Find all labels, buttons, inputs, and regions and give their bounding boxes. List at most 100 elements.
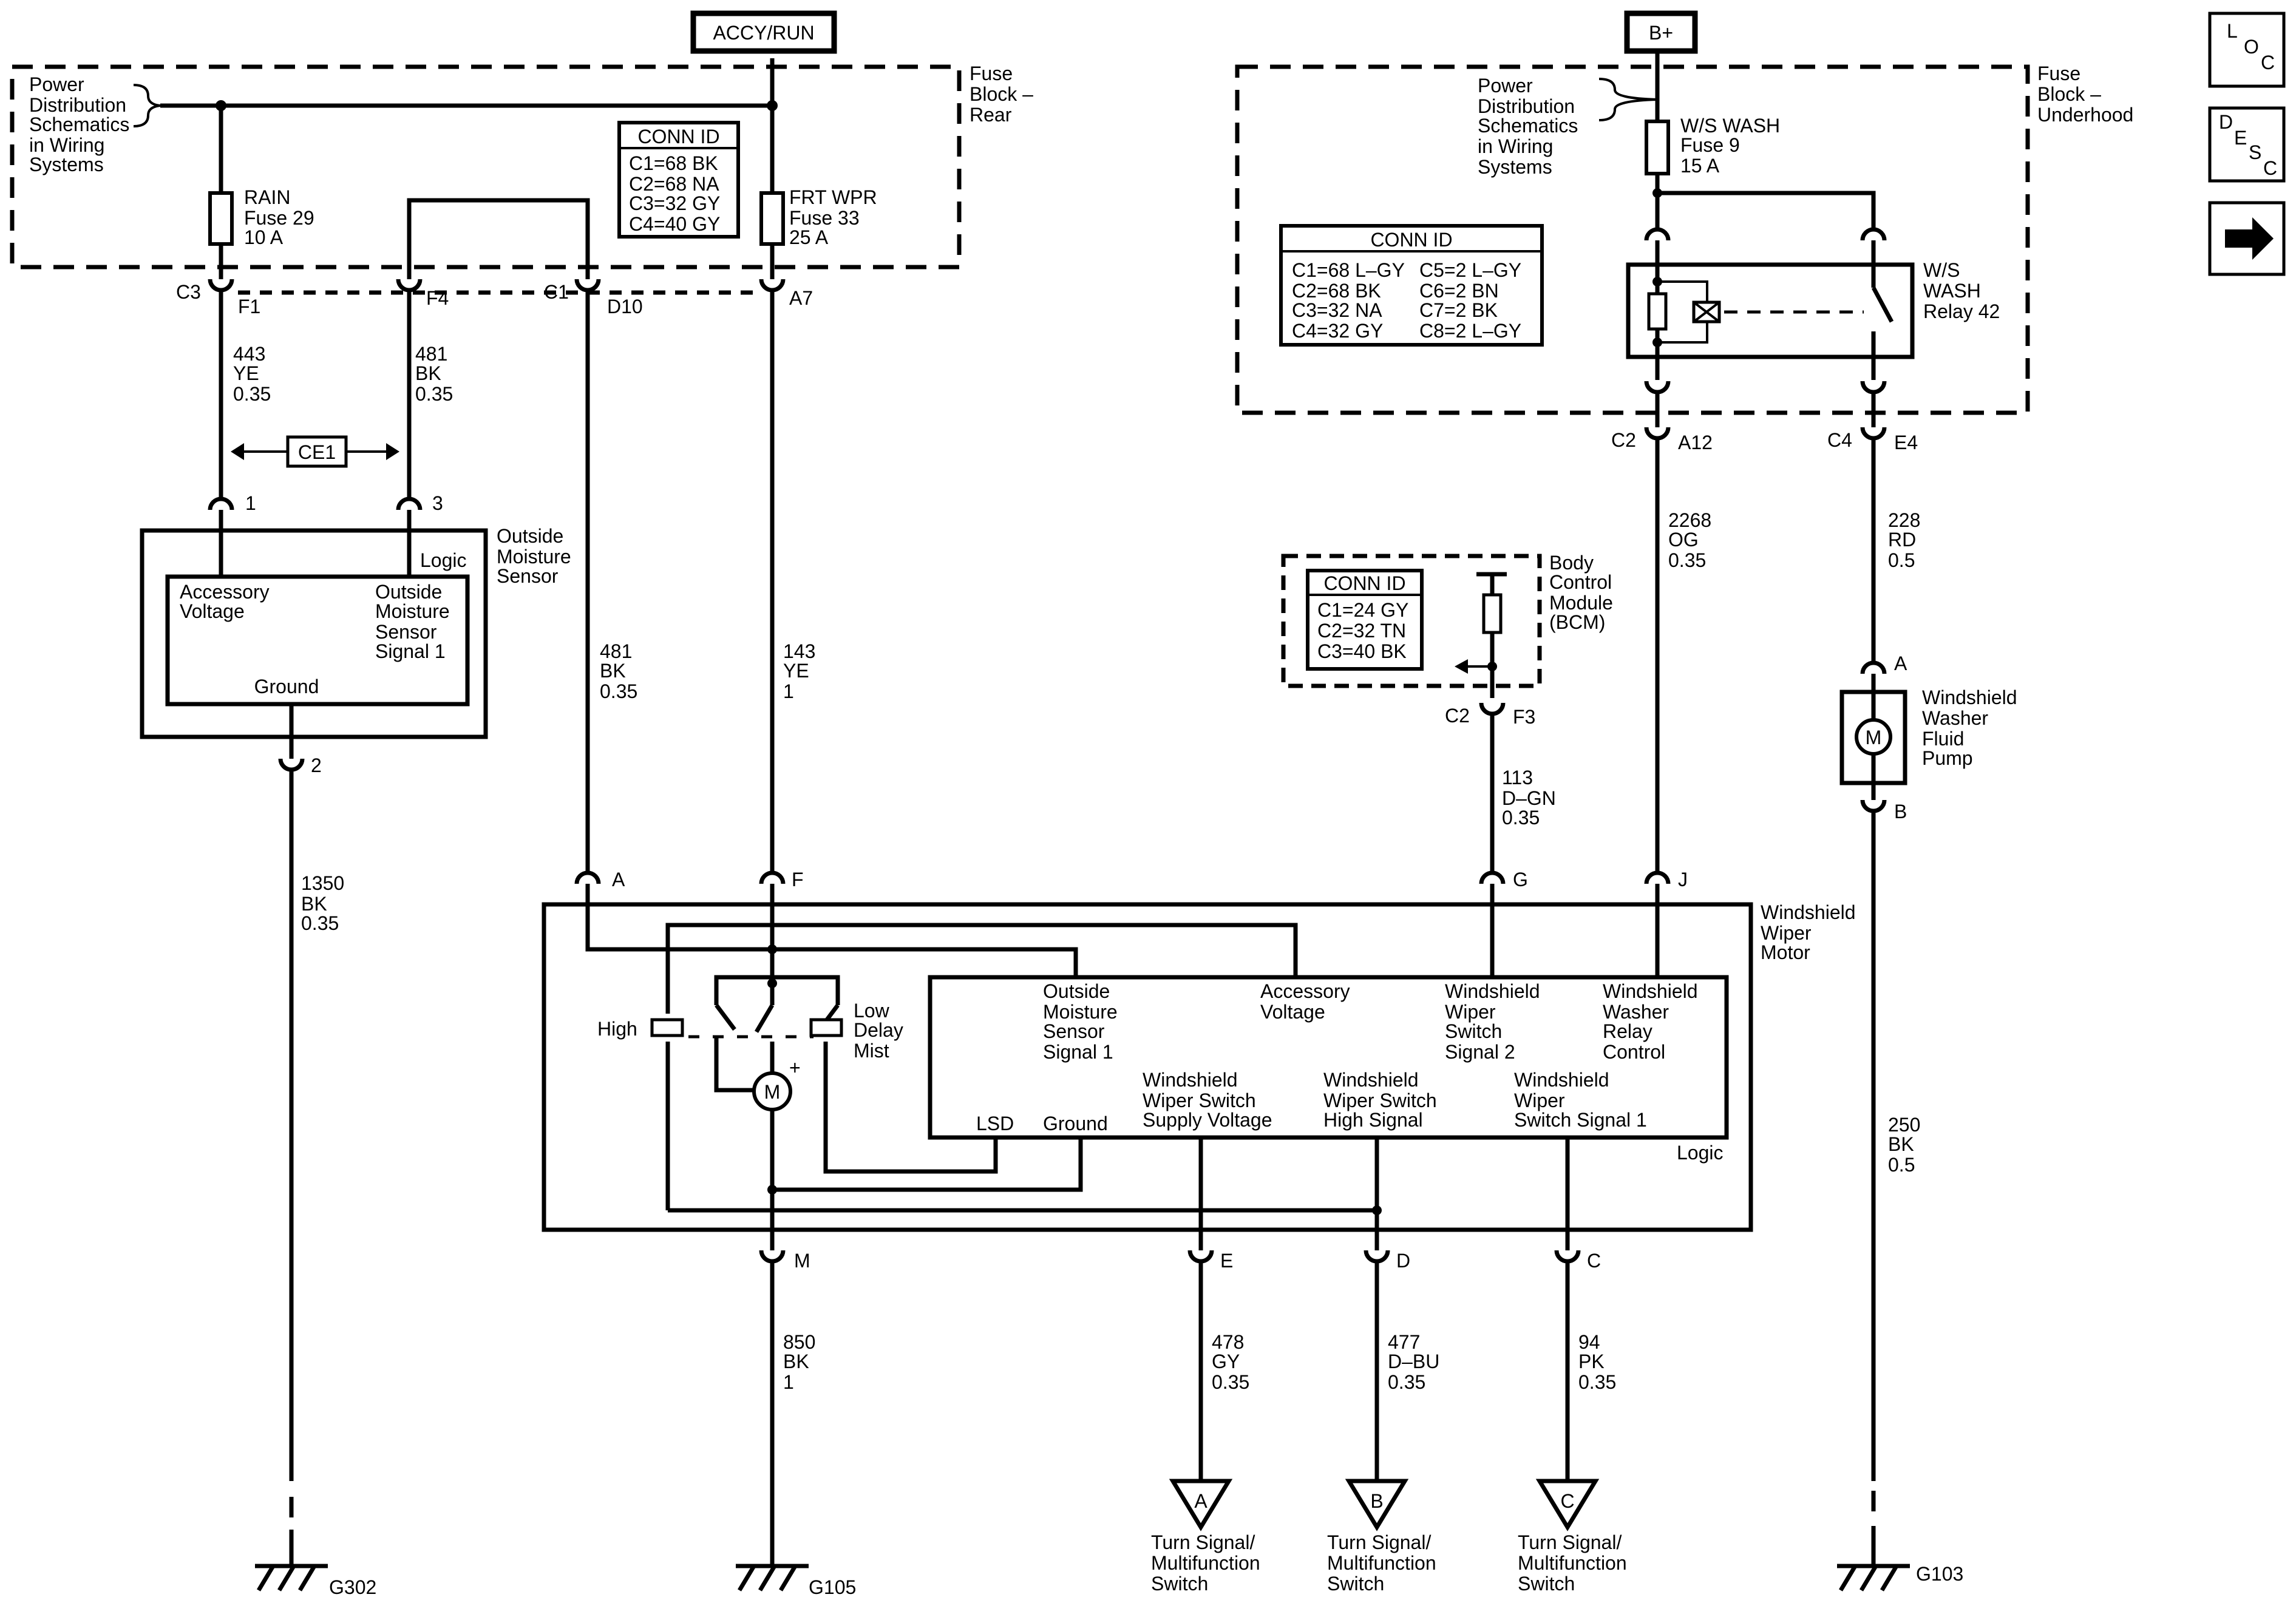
svg-text:C6=2 BN: C6=2 BN bbox=[1419, 280, 1499, 302]
svg-text:C2=32 TN: C2=32 TN bbox=[1317, 620, 1406, 642]
wire-850-label: 850 BK 1 bbox=[783, 1331, 815, 1393]
svg-text:94: 94 bbox=[1578, 1331, 1600, 1353]
svg-text:Ground: Ground bbox=[254, 676, 319, 697]
svg-text:0.35: 0.35 bbox=[1388, 1371, 1425, 1393]
svg-text:481: 481 bbox=[600, 640, 632, 662]
svg-text:1350: 1350 bbox=[301, 872, 344, 894]
accy-run-power-label: ACCY/RUN bbox=[690, 10, 837, 54]
svg-text:BK: BK bbox=[600, 660, 626, 682]
bcm-conn-id-table: CONN ID C1=24 GY C2=32 TN C3=40 BK bbox=[1306, 569, 1424, 671]
svg-text:W/S: W/S bbox=[1923, 259, 1960, 281]
svg-text:Moisture: Moisture bbox=[1043, 1001, 1118, 1023]
svg-text:250: 250 bbox=[1888, 1114, 1920, 1136]
svg-text:10 A: 10 A bbox=[244, 226, 284, 248]
loc-button[interactable]: L O C bbox=[2208, 12, 2286, 88]
conn-a12: A12 bbox=[1678, 432, 1713, 453]
svg-text:F: F bbox=[792, 869, 804, 890]
svg-text:LSD: LSD bbox=[976, 1113, 1014, 1134]
svg-text:C1=68 BK: C1=68 BK bbox=[629, 152, 718, 174]
wire-443-label: 443 YE 0.35 bbox=[233, 343, 271, 405]
fuse-block-rear: Fuse Block – Rear Power Distribution Sch… bbox=[10, 58, 1033, 270]
svg-text:Supply Voltage: Supply Voltage bbox=[1143, 1109, 1272, 1131]
svg-text:Delay: Delay bbox=[854, 1019, 903, 1041]
conn-f1: F1 bbox=[238, 296, 260, 317]
conn-c2-underhood: C2 bbox=[1611, 429, 1636, 451]
conn-c1: C1 bbox=[544, 281, 569, 303]
wire-143-label: 143 YE 1 bbox=[783, 640, 815, 702]
ground-g105: G105 bbox=[736, 1564, 856, 1598]
svg-text:Control: Control bbox=[1549, 571, 1612, 593]
offpage-connector-c[interactable]: C Turn Signal/ Multifunction Switch bbox=[1518, 1479, 1627, 1595]
svg-text:2268: 2268 bbox=[1668, 509, 1711, 531]
svg-text:850: 850 bbox=[783, 1331, 815, 1353]
svg-text:in Wiring: in Wiring bbox=[29, 134, 104, 156]
svg-text:Power: Power bbox=[1478, 75, 1533, 97]
svg-text:BK: BK bbox=[415, 362, 441, 384]
svg-text:D: D bbox=[1396, 1250, 1410, 1272]
svg-text:0.35: 0.35 bbox=[1212, 1371, 1249, 1393]
svg-text:Fuse 29: Fuse 29 bbox=[244, 207, 314, 229]
svg-text:Washer: Washer bbox=[1922, 707, 1988, 729]
svg-text:W/S WASH: W/S WASH bbox=[1680, 115, 1780, 137]
svg-text:M: M bbox=[794, 1250, 810, 1272]
svg-text:YE: YE bbox=[783, 660, 809, 682]
svg-text:Windshield: Windshield bbox=[1514, 1069, 1609, 1091]
svg-text:C1=68 L–GY: C1=68 L–GY bbox=[1292, 259, 1405, 281]
svg-text:Accessory: Accessory bbox=[1260, 980, 1350, 1002]
svg-text:Systems: Systems bbox=[1478, 156, 1552, 178]
conn-d10: D10 bbox=[607, 296, 643, 317]
svg-text:Outside: Outside bbox=[375, 581, 442, 603]
rear-pds-note: Power Distribution Schematics in Wiring … bbox=[29, 73, 129, 175]
svg-text:113: 113 bbox=[1502, 767, 1533, 788]
svg-text:G103: G103 bbox=[1916, 1563, 1963, 1585]
svg-text:25 A: 25 A bbox=[789, 226, 829, 248]
svg-text:C7=2 BK: C7=2 BK bbox=[1419, 299, 1498, 321]
rear-block-connectors: C3 F1 F4 C1 D10 A7 bbox=[176, 279, 813, 317]
svg-text:15 A: 15 A bbox=[1680, 155, 1720, 177]
svg-text:Signal 1: Signal 1 bbox=[1043, 1041, 1113, 1063]
body-control-module: Body Control Module (BCM) CONN ID C1=24 … bbox=[1281, 552, 1613, 698]
wire-113-label: 113 D–GN 0.35 bbox=[1502, 767, 1556, 829]
svg-text:Sensor: Sensor bbox=[1043, 1020, 1105, 1042]
next-page-button[interactable] bbox=[2208, 201, 2286, 276]
conn-c2-bcm: C2 bbox=[1445, 705, 1470, 727]
svg-text:Turn Signal/: Turn Signal/ bbox=[1327, 1531, 1431, 1553]
conn-c4: C4 bbox=[1827, 429, 1852, 451]
svg-text:Sensor: Sensor bbox=[375, 621, 437, 643]
ce1-splice-reference: CE1 bbox=[231, 435, 399, 468]
arrow-right-icon bbox=[2225, 217, 2274, 260]
svg-text:A: A bbox=[612, 869, 625, 890]
underhood-conn-id-table: CONN ID C1=68 L–GY C2=68 BK C3=32 NA C4=… bbox=[1279, 224, 1544, 347]
svg-text:Signal 2: Signal 2 bbox=[1445, 1041, 1515, 1063]
svg-text:Windshield: Windshield bbox=[1603, 980, 1698, 1002]
svg-text:G105: G105 bbox=[809, 1576, 856, 1598]
svg-text:Voltage: Voltage bbox=[180, 600, 245, 622]
svg-text:WASH: WASH bbox=[1923, 280, 1981, 302]
svg-text:1: 1 bbox=[783, 1371, 794, 1393]
svg-text:Schematics: Schematics bbox=[1478, 115, 1578, 137]
underhood-pds-note: Power Distribution Schematics in Wiring … bbox=[1478, 75, 1578, 178]
conn-c3: C3 bbox=[176, 281, 201, 303]
pump-pin-b: B bbox=[1894, 801, 1907, 822]
svg-text:Fluid: Fluid bbox=[1922, 728, 1964, 750]
svg-text:Fuse: Fuse bbox=[2037, 63, 2080, 84]
svg-text:1: 1 bbox=[783, 680, 794, 702]
svg-text:Multifunction: Multifunction bbox=[1327, 1552, 1436, 1574]
svg-text:Motor: Motor bbox=[1761, 941, 1810, 963]
svg-text:Rear: Rear bbox=[970, 104, 1012, 126]
svg-text:Schematics: Schematics bbox=[29, 114, 129, 135]
offpage-connector-a[interactable]: A Turn Signal/ Multifunction Switch bbox=[1151, 1479, 1260, 1595]
svg-text:Ground: Ground bbox=[1043, 1113, 1108, 1134]
svg-text:Multifunction: Multifunction bbox=[1151, 1552, 1260, 1574]
svg-text:0.35: 0.35 bbox=[415, 383, 453, 405]
svg-text:Wiper: Wiper bbox=[1761, 922, 1812, 944]
svg-text:D–BU: D–BU bbox=[1388, 1351, 1439, 1372]
svg-text:Windshield: Windshield bbox=[1761, 901, 1856, 923]
wire-477-label: 477 D–BU 0.35 bbox=[1388, 1331, 1439, 1393]
ws-wash-relay-42: W/S WASH Relay 42 bbox=[1626, 259, 2000, 359]
svg-text:C4=40 GY: C4=40 GY bbox=[629, 213, 720, 235]
svg-text:Fuse 33: Fuse 33 bbox=[789, 207, 860, 229]
offpage-connector-b[interactable]: B Turn Signal/ Multifunction Switch bbox=[1327, 1479, 1436, 1595]
rain-fuse-29: RAIN Fuse 29 10 A bbox=[208, 186, 314, 248]
desc-button[interactable]: D E S C bbox=[2208, 106, 2286, 183]
